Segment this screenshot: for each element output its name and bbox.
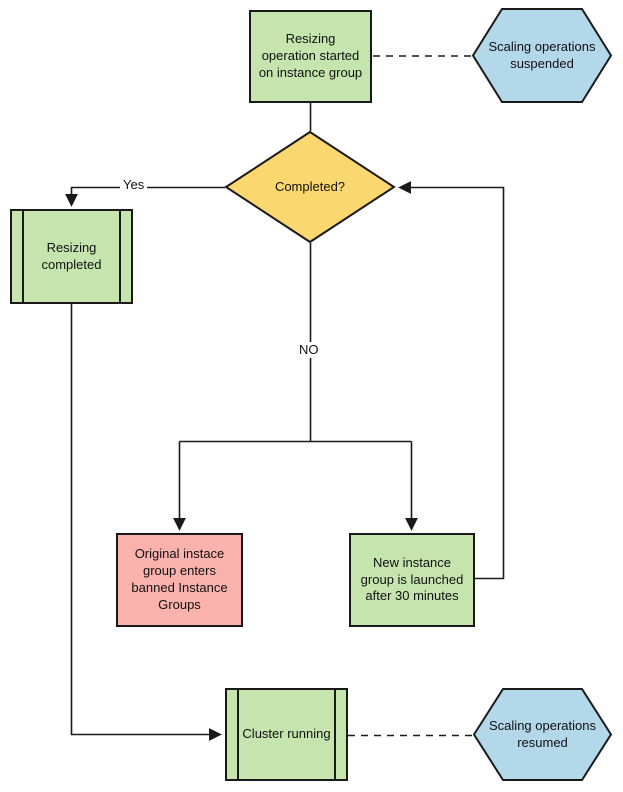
node-new-instance-label: New instance group is launched after 30 … [360,554,464,604]
node-resizing-completed-label: Resizing completed [41,239,102,272]
node-scaling-suspended: Scaling operations suspended [471,8,613,103]
node-cluster-running: Cluster running [225,688,348,781]
node-cluster-running-label: Cluster running [242,726,331,742]
node-scaling-resumed-label: Scaling operations resumed [489,717,596,750]
edge-decision-yes [65,186,225,207]
predefined-bar-right [334,690,336,779]
diamond-shape [224,130,396,244]
node-completed-label: Completed? [274,178,346,194]
node-resizing-started: Resizing operation started on instance g… [249,10,372,103]
node-resizing-completed: Resizing completed [10,209,133,304]
hexagon-shape [471,8,613,103]
node-scaling-suspended-label: Scaling operations suspended [488,38,596,71]
hexagon-shape [472,688,613,781]
predefined-bar-right [119,211,121,302]
node-new-instance: New instance group is launched after 30 … [349,533,475,627]
edge-new-instance-to-decision [398,181,505,580]
node-scaling-resumed: Scaling operations resumed [472,688,613,781]
edge-completed-to-cluster [70,304,222,741]
predefined-bar-left [237,690,239,779]
node-banned-groups: Original instace group enters banned Ins… [116,533,243,627]
predefined-bar-left [22,211,24,302]
node-completed-decision: Completed? [224,130,396,244]
node-banned-groups-label: Original instace group enters banned Ins… [131,546,228,612]
edge-label-yes: Yes [120,177,148,193]
node-resizing-started-label: Resizing operation started on instance g… [258,31,363,80]
edge-label-no: NO [296,342,322,358]
